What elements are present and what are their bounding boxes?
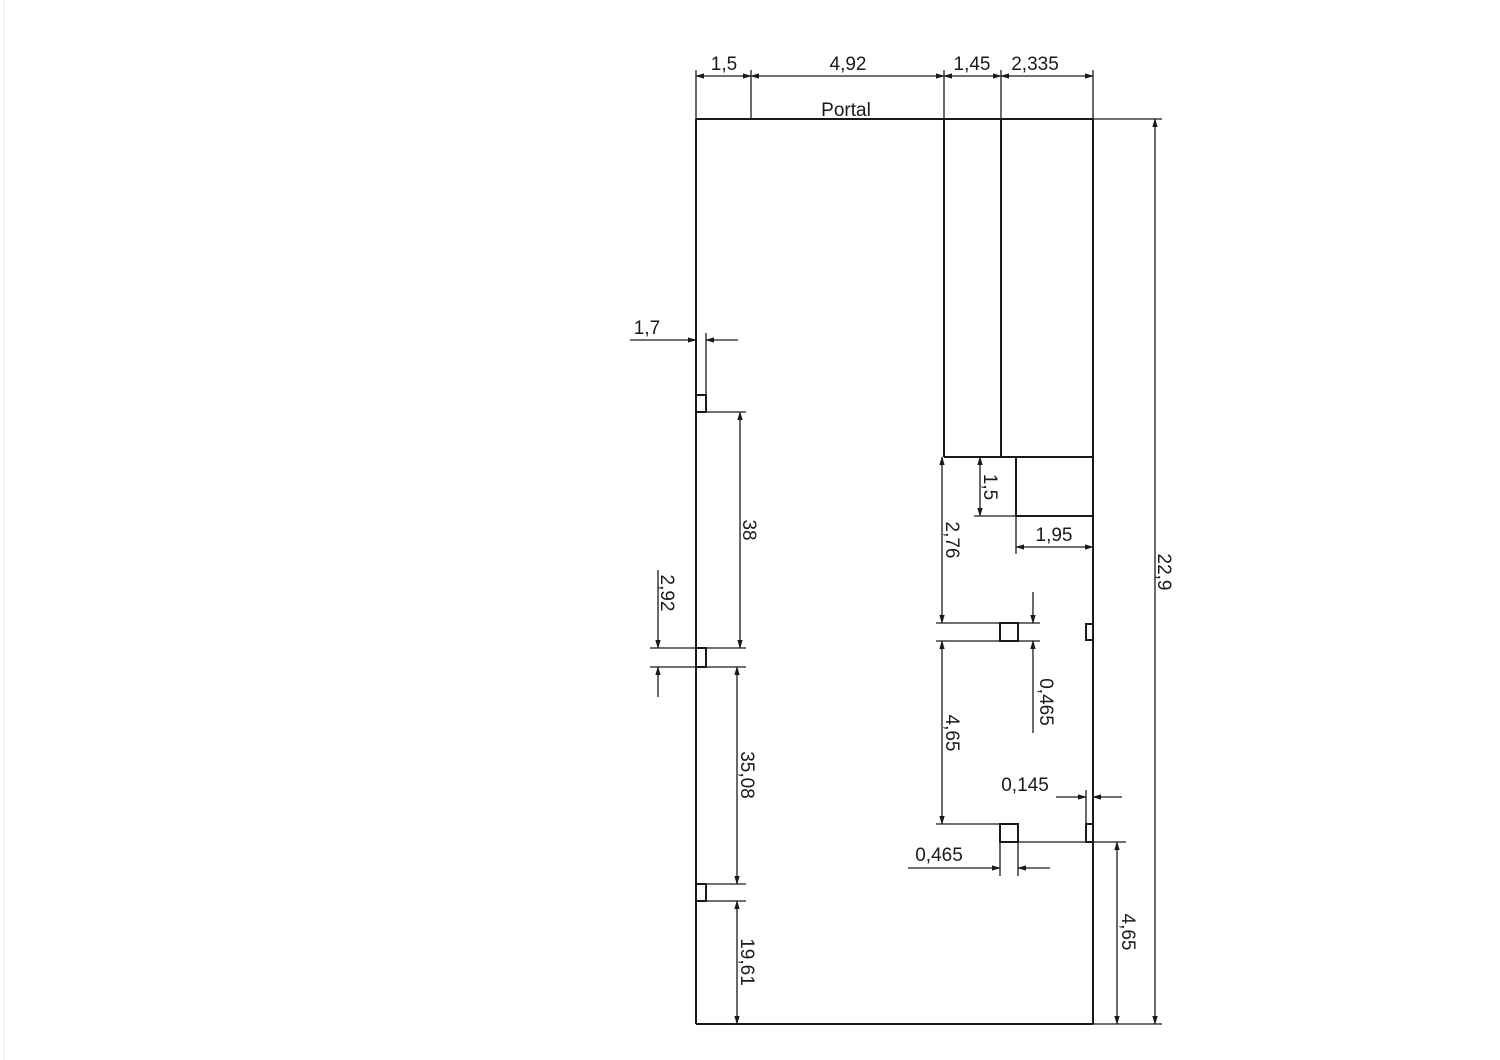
- notch-dimensions: [974, 456, 1094, 554]
- label-portal: Portal: [821, 100, 871, 121]
- dim-column-vertical: 0,465: [1035, 678, 1056, 726]
- dim-left-bottom: 19,61: [736, 938, 757, 986]
- building-outline: [695, 118, 1094, 1025]
- dim-left-span-1: 38: [738, 519, 759, 540]
- left-chain-dimensions: [706, 411, 746, 1025]
- wall-thickness-dimension: [1018, 790, 1122, 843]
- column-size-horizontal-dimension: [908, 842, 1050, 876]
- overall-height-dimension: [1093, 118, 1162, 1025]
- pillar-left-middle: [695, 647, 707, 668]
- interior-partitions: [943, 119, 1093, 517]
- pillar-right-upper: [1085, 623, 1094, 641]
- left-pillar-dimension: [650, 570, 696, 697]
- pillar-left-top: [695, 394, 707, 413]
- dim-column-horizontal: 0,465: [915, 845, 963, 866]
- dim-notch-height: 1,5: [979, 474, 1000, 500]
- dim-gap-276: 2,76: [941, 522, 962, 559]
- dim-top-4: 2,335: [1011, 54, 1059, 75]
- dim-top-3: 1,45: [954, 54, 991, 75]
- dim-top-1: 1,5: [711, 54, 737, 75]
- dim-total-height: 22,9: [1153, 554, 1174, 591]
- column-lower: [999, 823, 1019, 843]
- column-upper: [999, 622, 1019, 642]
- right-bottom-dimension: [1093, 841, 1126, 1025]
- dim-left-pillar: 2,92: [656, 575, 677, 612]
- pillar-right-lower: [1085, 823, 1094, 843]
- column-chain-dimensions: [936, 456, 1040, 825]
- dim-right-bottom: 4,65: [1117, 914, 1138, 951]
- dim-left-offset: 1,7: [634, 318, 660, 339]
- pillar-left-bottom: [695, 883, 707, 902]
- dim-notch-width: 1,95: [1036, 525, 1073, 546]
- top-dimensions: [695, 70, 1094, 119]
- dim-wall-thickness: 0,145: [1001, 775, 1049, 796]
- dim-left-span-2: 35,08: [736, 751, 757, 799]
- left-offset-dimension: [630, 333, 738, 395]
- dim-gap-465: 4,65: [941, 715, 962, 752]
- dim-top-2: 4,92: [830, 54, 867, 75]
